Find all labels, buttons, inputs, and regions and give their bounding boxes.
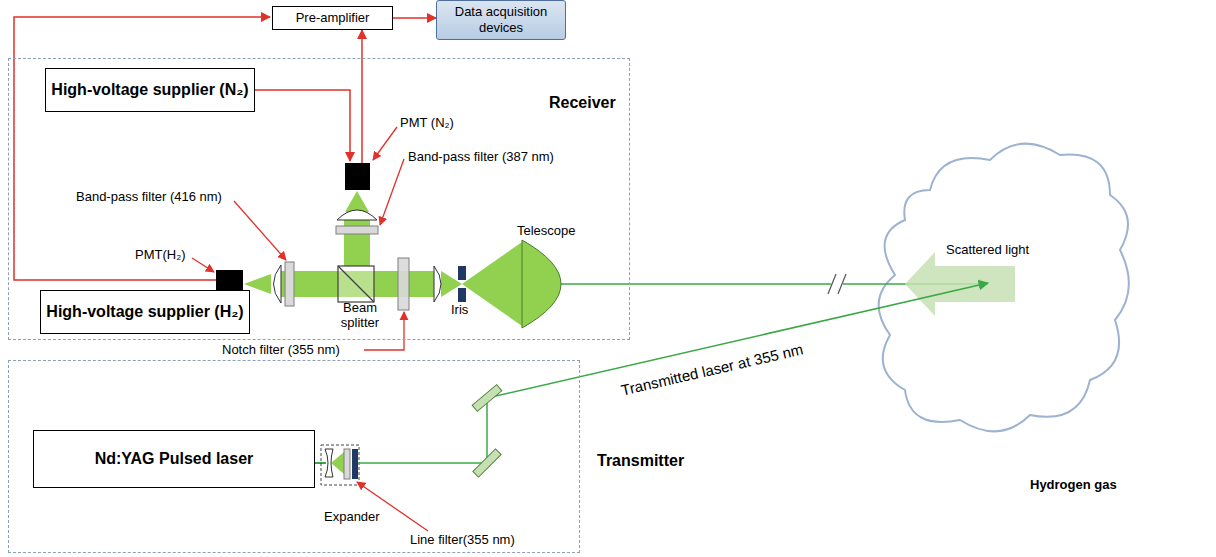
part-label: Iris xyxy=(451,303,468,318)
break-mark xyxy=(828,274,846,294)
section-heading: Transmitter xyxy=(597,451,684,470)
leader-arrow xyxy=(373,127,397,160)
part-label: PMT (N₂) xyxy=(400,116,454,131)
focused-beam xyxy=(345,191,369,212)
expanding-beam xyxy=(331,452,344,474)
telescope-cone xyxy=(462,242,522,326)
equipment-box: Pre-amplifier xyxy=(272,6,393,30)
beam-splitter-cube xyxy=(338,266,374,302)
bandpass-filter xyxy=(336,226,378,234)
steering-mirror xyxy=(473,449,501,477)
section-heading: Receiver xyxy=(549,93,616,112)
device-box: Data acquisition devices xyxy=(436,0,566,40)
signal-wire xyxy=(361,30,363,163)
iris-blade xyxy=(458,288,466,302)
steering-mirror xyxy=(472,385,502,412)
focusing-lens xyxy=(337,210,377,220)
equipment-box: High-voltage supplier (H₂) xyxy=(40,290,250,334)
part-label: PMT(H₂) xyxy=(135,248,186,263)
part-label: Notch filter (355 nm) xyxy=(222,343,340,358)
scattered-light-arrow xyxy=(905,252,1015,316)
part-label: Scattered light xyxy=(946,243,1029,258)
part-label: Expander xyxy=(324,510,380,525)
reflected-beam xyxy=(344,218,370,266)
break-gap xyxy=(831,274,843,294)
leader-arrow xyxy=(234,201,286,260)
equipment-box: Nd:YAG Pulsed laser xyxy=(33,430,315,488)
dashed-region: TransmitterNd:YAG Pulsed laser xyxy=(8,360,580,553)
transmitted-beam xyxy=(487,283,988,398)
photomultiplier xyxy=(345,163,370,190)
laser-beam xyxy=(486,398,488,463)
part-label: Line filter(355 nm) xyxy=(410,533,515,548)
part-label: Band-pass filter (387 nm) xyxy=(408,150,554,165)
notch-filter xyxy=(398,258,409,310)
leader-arrow xyxy=(380,159,404,225)
box-label: High-voltage supplier (H₂) xyxy=(46,302,243,321)
box-label: High-voltage supplier (N₂) xyxy=(51,80,248,99)
iris-blade xyxy=(458,266,466,280)
signal-wire xyxy=(14,17,270,280)
expander-plate xyxy=(344,449,350,479)
concave-lens xyxy=(325,449,333,477)
bandpass-filter xyxy=(285,262,294,306)
part-label: Telescope xyxy=(517,224,576,239)
part-label: Transmitted laser at 355 nm xyxy=(619,341,804,399)
box-label: Nd:YAG Pulsed laser xyxy=(95,449,254,468)
equipment-box: High-voltage supplier (N₂) xyxy=(45,68,255,112)
expander-outline xyxy=(321,445,359,485)
part-label: Beam splitter xyxy=(334,301,386,331)
box-label: Pre-amplifier xyxy=(296,10,370,26)
box-label: Data acquisition devices xyxy=(442,4,560,35)
telescope-lens xyxy=(522,240,561,328)
gas-cloud xyxy=(879,144,1129,432)
beam-splitter-diagonal xyxy=(338,266,374,302)
focusing-lens xyxy=(274,265,282,303)
laser-beam xyxy=(358,462,487,464)
collimating-lens xyxy=(434,266,441,302)
part-label: Band-pass filter (416 nm) xyxy=(76,190,222,205)
line-filter xyxy=(352,449,358,479)
part-label: Hydrogen gas xyxy=(1030,478,1117,493)
signal-arrow xyxy=(393,17,436,19)
leader-arrow xyxy=(192,258,214,272)
